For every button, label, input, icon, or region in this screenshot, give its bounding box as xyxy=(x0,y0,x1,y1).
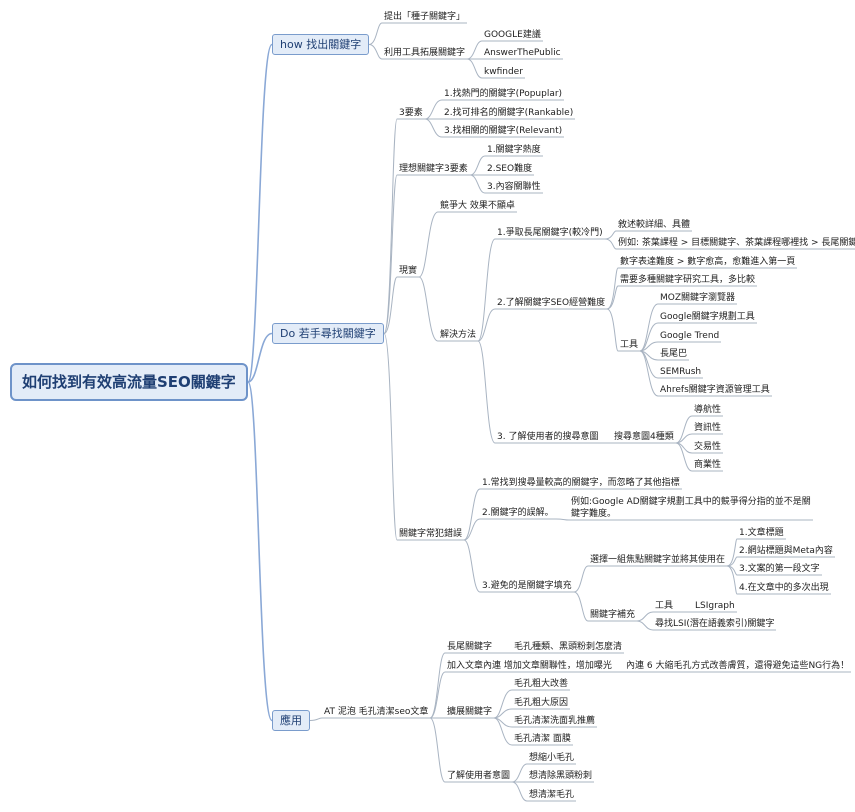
do-difficulty-note2[interactable]: 需要多種關鍵字研究工具，多比較 xyxy=(620,275,756,285)
how-tool-3[interactable]: kwfinder xyxy=(484,67,523,77)
how-tool-2[interactable]: AnswerThePublic xyxy=(484,48,561,58)
intent-transactional[interactable]: 交易性 xyxy=(694,442,722,452)
expand-3[interactable]: 毛孔清潔洗面乳推薦 xyxy=(514,716,596,726)
do-intent[interactable]: 3. 了解使用者的搜尋意圖 xyxy=(497,432,599,442)
do-three-1[interactable]: 1.找熱門的關鍵字(Popuplar) xyxy=(444,89,563,99)
do-difficulty-note1[interactable]: 數字表達難度 > 數字愈高，愈難進入第一頁 xyxy=(620,257,796,267)
app-add-link-note[interactable]: 內連 6 大縮毛孔方式改善膚質，還得避免這些NG行為！ xyxy=(626,661,850,671)
intent-commercial[interactable]: 商業性 xyxy=(694,460,722,470)
mistake-2[interactable]: 2.關鍵字的誤解。 xyxy=(482,508,554,518)
do-ideal-1[interactable]: 1.關鍵字熱度 xyxy=(487,145,541,155)
select-meta[interactable]: 2.網站標題與Meta內容 xyxy=(739,546,833,556)
mistake-select[interactable]: 選擇一組焦點關鍵字並將其使用在 xyxy=(590,555,726,565)
expand-4[interactable]: 毛孔清潔 面膜 xyxy=(514,734,571,744)
tool-ahrefs[interactable]: Ahrefs關鍵字資源管理工具 xyxy=(660,385,770,395)
do-difficulty-tools[interactable]: 工具 xyxy=(620,340,639,350)
do-mistakes[interactable]: 關鍵字常犯錯誤 xyxy=(399,529,463,539)
mistake-1[interactable]: 1.常找到搜尋量較高的關鍵字，而忽略了其他指標 xyxy=(482,478,680,488)
do-method[interactable]: 解決方法 xyxy=(440,330,477,340)
mistake-supplement[interactable]: 關鍵字補充 xyxy=(590,610,636,620)
do-ideal[interactable]: 理想關鍵字3要素 xyxy=(399,164,468,174)
do-long-tail-example[interactable]: 例如: 茶葉課程 > 目標關鍵字、茶葉課程哪裡找 > 長尾關鍵字 xyxy=(618,238,855,248)
do-difficulty[interactable]: 2.了解關鍵字SEO經營難度 xyxy=(497,298,606,308)
app-add-link[interactable]: 加入文章內連 增加文章關聯性，增加曝光 xyxy=(447,661,612,671)
supplement-tool[interactable]: 工具 xyxy=(655,601,674,611)
app-long-kw[interactable]: 長尾關鍵字 xyxy=(447,642,493,652)
do-intent-types[interactable]: 搜尋意圖4種類 xyxy=(614,432,674,442)
app-intent-3[interactable]: 想清潔毛孔 xyxy=(529,790,575,800)
do-competition[interactable]: 競爭大 效果不顯卓 xyxy=(440,201,515,211)
how-seed[interactable]: 提出「種子關鍵字」 xyxy=(384,12,466,22)
tool-long-tail[interactable]: 長尾巴 xyxy=(660,349,688,359)
branch-do[interactable]: Do 若手尋找關鍵字 xyxy=(272,323,384,344)
root-topic[interactable]: 如何找到有效高流量SEO關鍵字 xyxy=(10,363,248,401)
do-ideal-3[interactable]: 3.內容關聯性 xyxy=(487,182,541,192)
select-title[interactable]: 1.文章標題 xyxy=(739,528,784,538)
select-multiple[interactable]: 4.在文章中的多次出現 xyxy=(739,583,829,593)
do-long-tail-detail[interactable]: 敘述較詳細、具體 xyxy=(618,220,691,230)
tool-moz[interactable]: MOZ關鍵字瀏覽器 xyxy=(660,293,736,303)
expand-2[interactable]: 毛孔粗大原因 xyxy=(514,698,569,708)
expand-1[interactable]: 毛孔粗大改善 xyxy=(514,679,569,689)
app-expand[interactable]: 擴展關鍵字 xyxy=(447,707,493,717)
select-first-para[interactable]: 3.文案的第一段文字 xyxy=(739,564,820,574)
do-three-3[interactable]: 3.找相關的關鍵字(Relevant) xyxy=(444,126,563,136)
do-three-2[interactable]: 2.找可排名的關鍵字(Rankable) xyxy=(444,108,574,118)
app-intent[interactable]: 了解使用者意圖 xyxy=(447,771,511,781)
branch-how[interactable]: how 找出關鍵字 xyxy=(272,34,370,55)
how-tool-1[interactable]: GOOGLE建議 xyxy=(484,30,541,40)
supplement-lsi[interactable]: 尋找LSI(潛在語義索引)關鍵字 xyxy=(655,619,775,629)
intent-informational[interactable]: 資訊性 xyxy=(694,423,722,433)
tool-semrush[interactable]: SEMRush xyxy=(660,367,702,377)
supplement-lsigraph[interactable]: LSIgraph xyxy=(695,601,735,611)
app-long-kw-item[interactable]: 毛孔種類、黑頭粉刺怎麼清 xyxy=(514,642,623,652)
tool-google-planner[interactable]: Google關鍵字規劃工具 xyxy=(660,312,755,322)
do-ideal-2[interactable]: 2.SEO難度 xyxy=(487,164,533,174)
do-reality[interactable]: 現實 xyxy=(399,266,418,276)
intent-navigational[interactable]: 導航性 xyxy=(694,405,722,415)
how-tools[interactable]: 利用工具拓展關鍵字 xyxy=(384,48,466,58)
tool-google-trend[interactable]: Google Trend xyxy=(660,331,720,341)
app-intent-1[interactable]: 想縮小毛孔 xyxy=(529,753,575,763)
app-intent-2[interactable]: 想清除黑頭粉刺 xyxy=(529,771,593,781)
mistake-2-note[interactable]: 例如:Google AD關鍵字規劃工具中的競爭得分指的並不是關鍵字難度。 xyxy=(571,497,811,519)
do-long-tail[interactable]: 1.爭取長尾關鍵字(較冷門) xyxy=(497,228,603,238)
app-article[interactable]: AT 泥泡 毛孔清潔seo文章 xyxy=(324,707,429,717)
do-three-factors[interactable]: 3要素 xyxy=(399,108,423,118)
mistake-3[interactable]: 3.避免的是關鍵字填充 xyxy=(482,581,572,591)
branch-app[interactable]: 應用 xyxy=(272,710,310,731)
